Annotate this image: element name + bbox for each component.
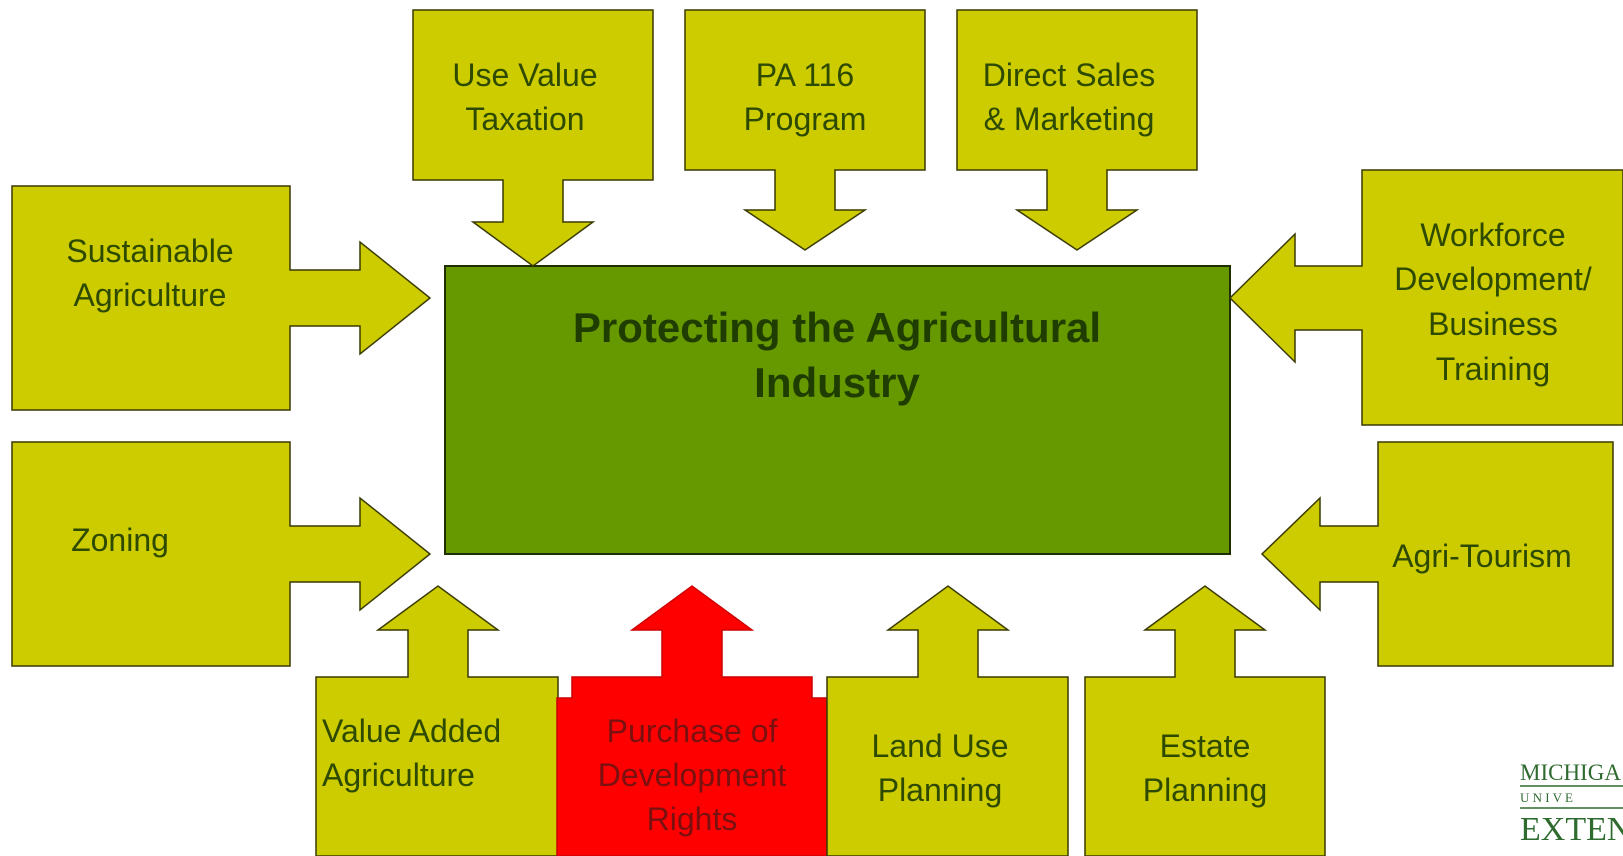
callout-label: Business bbox=[1428, 306, 1558, 342]
msu-extension-logo: MICHIGA U N I V E EXTEN bbox=[1520, 760, 1623, 848]
logo-line-3: EXTEN bbox=[1520, 811, 1623, 848]
callout-label: Planning bbox=[1143, 772, 1268, 808]
center-title-line-2: Industry bbox=[754, 359, 920, 406]
callout-label: Land Use bbox=[872, 728, 1009, 764]
callout-direct-sales: Direct Sales & Marketing bbox=[956, 9, 1198, 251]
callout-label: Workforce bbox=[1420, 217, 1565, 253]
callout-value-added-agriculture: Value Added Agriculture bbox=[315, 585, 559, 856]
callout-estate-planning: Estate Planning bbox=[1084, 585, 1326, 856]
callout-agri-tourism: Agri-Tourism bbox=[1260, 441, 1614, 667]
logo-line-2: U N I V E bbox=[1520, 790, 1573, 805]
callout-label: Program bbox=[744, 101, 867, 137]
callout-label: Agriculture bbox=[322, 757, 475, 793]
callout-use-value-taxation: Use Value Taxation bbox=[412, 9, 654, 267]
callout-label: Direct Sales bbox=[983, 57, 1156, 93]
callout-label: Zoning bbox=[71, 522, 169, 558]
callout-label: Purchase of bbox=[607, 713, 778, 749]
callout-label: Sustainable bbox=[66, 233, 233, 269]
logo-line-1: MICHIGA bbox=[1520, 760, 1621, 785]
callout-label: Use Value bbox=[452, 57, 597, 93]
callout-sustainable-agriculture: Sustainable Agriculture bbox=[11, 185, 432, 411]
callout-label: Agriculture bbox=[74, 277, 227, 313]
callout-label: Estate bbox=[1160, 728, 1251, 764]
callout-label: Development bbox=[598, 757, 787, 793]
center-box: Protecting the Agricultural Industry bbox=[444, 265, 1231, 555]
callout-label: Development/ bbox=[1394, 261, 1592, 297]
callout-label: PA 116 bbox=[756, 57, 854, 93]
callout-workforce-development: Workforce Development/ Business Training bbox=[1228, 169, 1623, 426]
callout-label: Planning bbox=[878, 772, 1003, 808]
callout-land-use-planning: Land Use Planning bbox=[826, 585, 1069, 856]
callout-purchase-of-development-rights: Purchase of Development Rights bbox=[556, 585, 828, 856]
center-title-line-1: Protecting the Agricultural bbox=[573, 304, 1101, 351]
callout-label: Taxation bbox=[465, 101, 584, 137]
callout-pa116-program: PA 116 Program bbox=[684, 9, 926, 251]
callout-label: Agri-Tourism bbox=[1392, 538, 1572, 574]
callout-label: & Marketing bbox=[984, 101, 1155, 137]
callout-zoning: Zoning bbox=[11, 441, 432, 667]
callout-label: Training bbox=[1436, 351, 1550, 387]
callout-label: Value Added bbox=[322, 713, 501, 749]
callout-label: Rights bbox=[647, 801, 738, 837]
